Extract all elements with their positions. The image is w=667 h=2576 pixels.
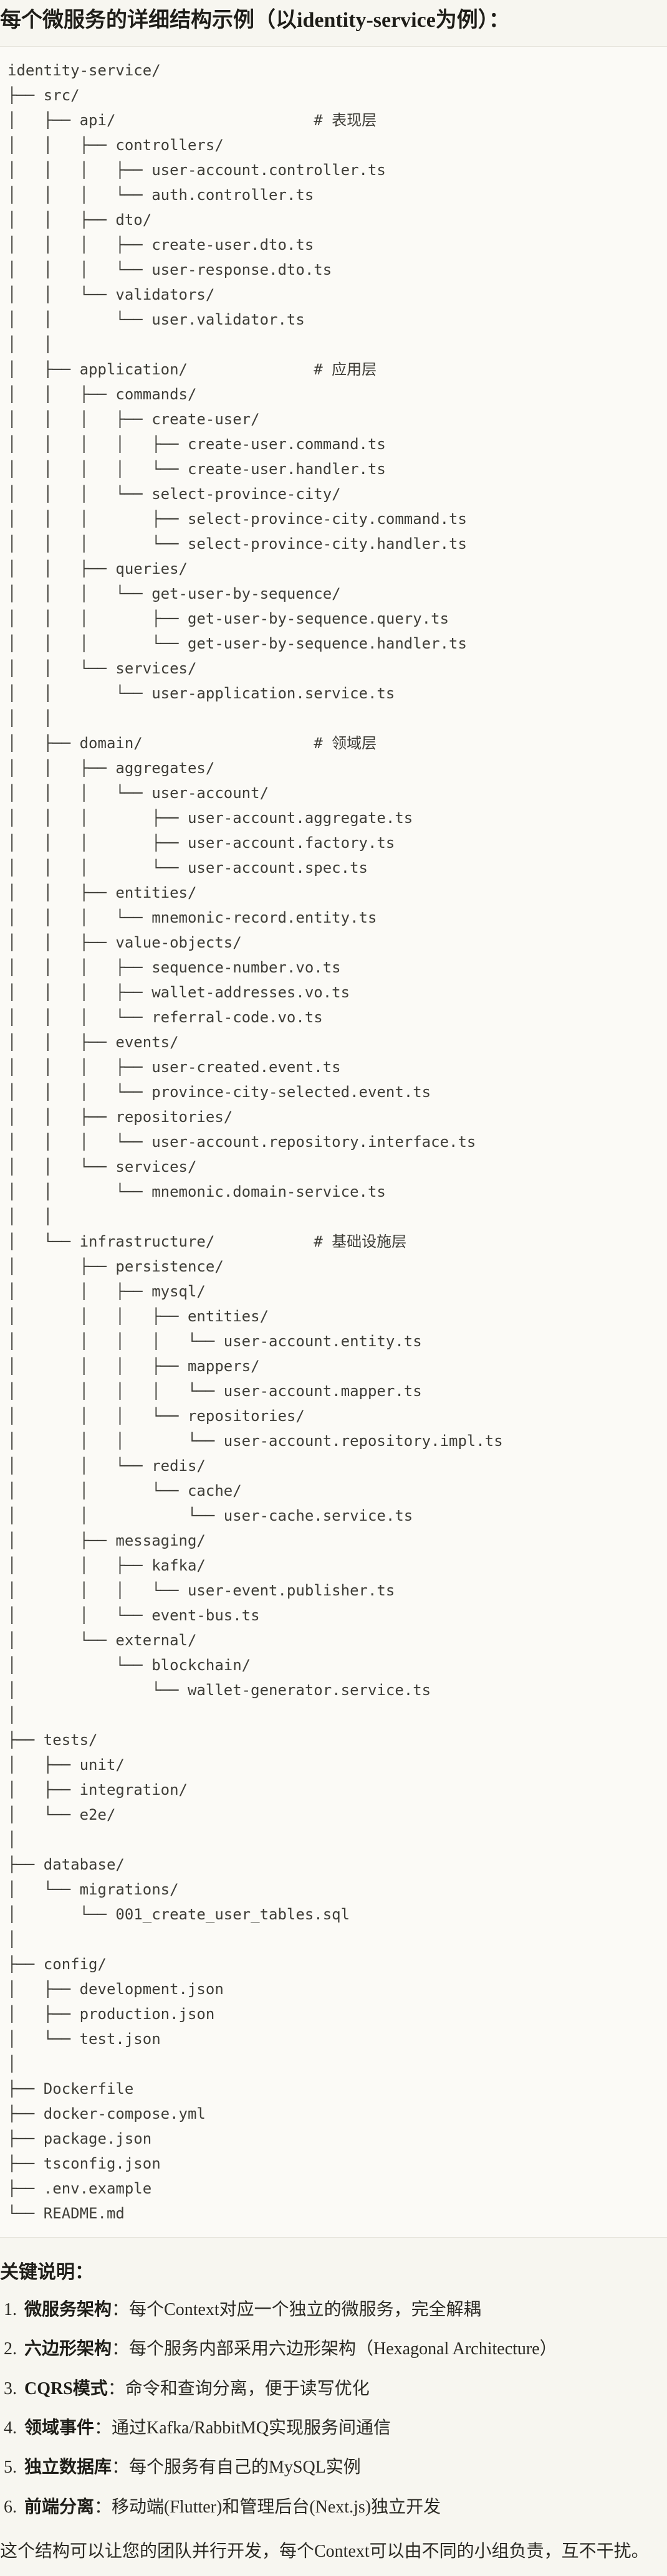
item-text: ：移动端(Flutter)和管理后台(Next.js)独立开发 xyxy=(94,2497,441,2517)
item-text: ：命令和查询分离，便于读写优化 xyxy=(107,2379,370,2398)
item-text: ：每个Context对应一个独立的微服务，完全解耦 xyxy=(112,2299,481,2319)
item-label: 前端分离 xyxy=(24,2497,95,2517)
item-text: ：通过Kafka/RabbitMQ实现服务间通信 xyxy=(94,2418,391,2438)
list-item: 1. 微服务架构：每个Context对应一个独立的微服务，完全解耦 xyxy=(4,2299,667,2321)
closing-paragraph: 这个结构可以让您的团队并行开发，每个Context可以由不同的小组负责，互不干扰… xyxy=(0,2542,649,2562)
item-label: CQRS模式 xyxy=(24,2379,108,2398)
item-label: 六边形架构 xyxy=(24,2339,112,2359)
list-item: 4. 领域事件：通过Kafka/RabbitMQ实现服务间通信 xyxy=(4,2417,667,2440)
code-block: identity-service/ ├── src/ │ ├── api/ # … xyxy=(0,45,667,2238)
list-item: 3. CQRS模式：命令和查询分离，便于读写优化 xyxy=(4,2378,667,2400)
list-item: 6. 前端分离：移动端(Flutter)和管理后台(Next.js)独立开发 xyxy=(4,2496,667,2519)
item-label: 微服务架构 xyxy=(24,2299,112,2319)
item-number: 4. xyxy=(4,2418,17,2438)
item-label: 独立数据库 xyxy=(24,2458,112,2478)
item-text: ：每个服务有自己的MySQL实例 xyxy=(112,2458,361,2478)
page-title: 每个微服务的详细结构示例（以identity-service为例）： xyxy=(0,9,510,32)
file-tree: identity-service/ ├── src/ │ ├── api/ # … xyxy=(7,61,503,2222)
item-number: 1. xyxy=(4,2299,17,2319)
list-item: 2. 六边形架构：每个服务内部采用六边形架构（Hexagonal Architec… xyxy=(4,2338,667,2360)
key-points-list: 1. 微服务架构：每个Context对应一个独立的微服务，完全解耦 2. 六边形架构… xyxy=(0,2299,667,2519)
item-label: 领域事件 xyxy=(24,2418,95,2438)
item-text: ：每个服务内部采用六边形架构（Hexagonal Architecture） xyxy=(112,2339,557,2359)
list-item: 5. 独立数据库：每个服务有自己的MySQL实例 xyxy=(4,2456,667,2479)
key-points-heading: 关键说明： xyxy=(0,2261,94,2283)
item-number: 2. xyxy=(4,2339,17,2359)
item-number: 3. xyxy=(4,2379,17,2398)
item-number: 5. xyxy=(4,2458,17,2478)
item-number: 6. xyxy=(4,2497,17,2517)
